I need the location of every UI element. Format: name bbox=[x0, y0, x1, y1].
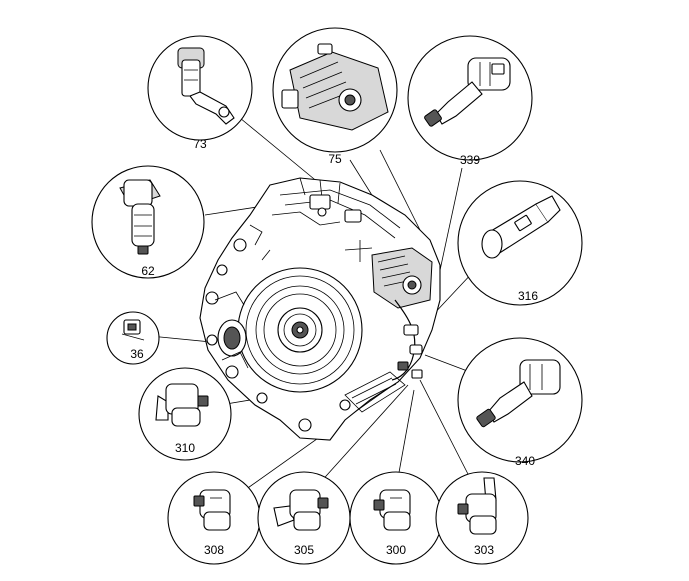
callout-75: 75 bbox=[272, 27, 398, 166]
callout-303: 303 bbox=[435, 471, 529, 565]
callout-300: 300 bbox=[349, 471, 443, 565]
callout-62-label: 62 bbox=[141, 264, 155, 278]
callout-300-label: 300 bbox=[386, 543, 406, 557]
callout-316: 316 bbox=[457, 180, 583, 306]
callout-75-label: 75 bbox=[328, 152, 342, 166]
callout-308-label: 308 bbox=[204, 543, 224, 557]
callout-73: 73 bbox=[147, 35, 253, 151]
callout-36-label: 36 bbox=[130, 347, 144, 361]
callout-310: 310 bbox=[138, 367, 232, 461]
callout-305: 305 bbox=[257, 471, 351, 565]
callout-36: 36 bbox=[106, 311, 160, 365]
callout-62: 62 bbox=[91, 165, 205, 279]
callout-339-label: 339 bbox=[460, 153, 480, 167]
callout-308: 308 bbox=[167, 471, 261, 565]
transmission-assembly bbox=[199, 177, 441, 441]
callout-340: 340 bbox=[457, 337, 583, 468]
callout-73-label: 73 bbox=[193, 137, 207, 151]
callout-340-label: 340 bbox=[515, 454, 535, 468]
callout-305-label: 305 bbox=[294, 543, 314, 557]
callout-316-label: 316 bbox=[518, 289, 538, 303]
callout-310-label: 310 bbox=[175, 441, 195, 455]
callout-339: 339 bbox=[407, 35, 533, 167]
callout-303-label: 303 bbox=[474, 543, 494, 557]
